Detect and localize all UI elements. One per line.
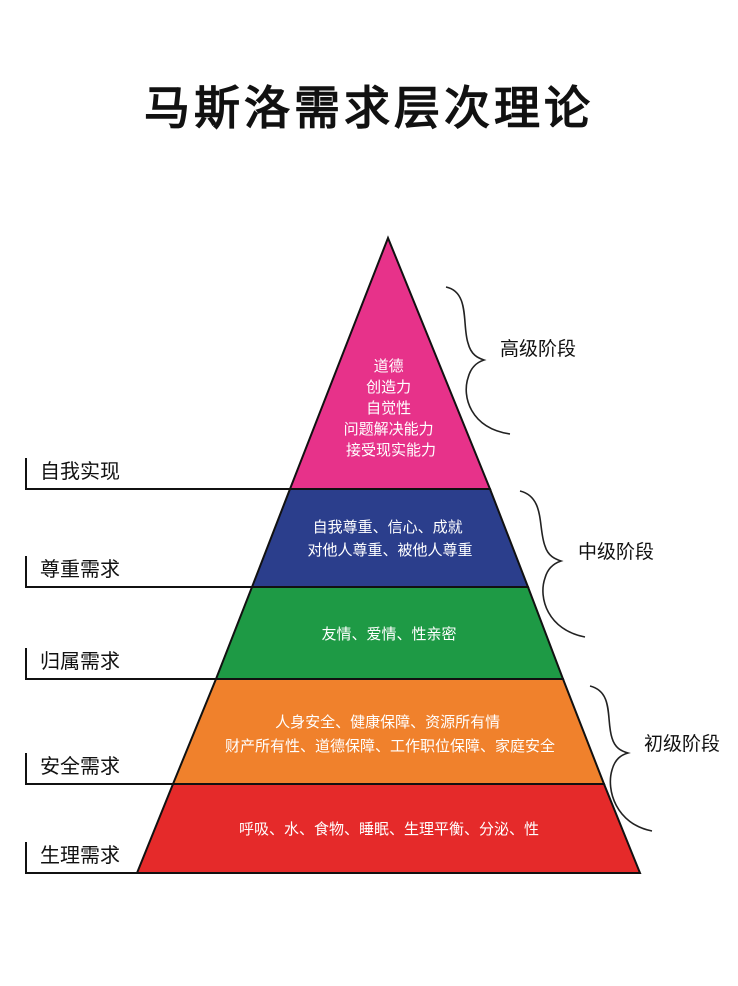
tier-line: 创造力 <box>366 378 411 396</box>
tier-line: 呼吸、水、食物、睡眠、生理平衡、分泌、性 <box>239 820 539 838</box>
tier-line: 问题解决能力 <box>344 420 434 438</box>
leader-line <box>25 556 252 588</box>
label-safety: 安全需求 <box>40 754 120 778</box>
page-title: 马斯洛需求层次理论 <box>144 81 594 135</box>
tier-belonging-text: 友情、爱情、性亲密 <box>321 625 456 643</box>
tier-line: 财产所有性、道德保障、工作职位保障、家庭安全 <box>225 737 555 755</box>
tier-line: 人身安全、健康保障、资源所有情 <box>275 713 500 731</box>
tier-self-actualization-text: 道德 创造力 自觉性 问题解决能力 接受现实能力 <box>344 357 439 459</box>
left-labels <box>25 458 290 874</box>
tier-line: 对他人尊重、被他人尊重 <box>307 541 472 559</box>
tier-line: 接受现实能力 <box>346 441 436 459</box>
tier-esteem <box>250 488 530 588</box>
tier-line: 自觉性 <box>366 399 411 417</box>
bracket-intermediate <box>519 490 586 638</box>
label-esteem: 尊重需求 <box>40 557 120 581</box>
leader-line <box>25 458 290 490</box>
label-self-actualization: 自我实现 <box>40 459 120 483</box>
bracket-elementary <box>589 685 653 832</box>
tier-safety <box>171 678 606 785</box>
leader-line <box>25 648 216 680</box>
leader-line <box>25 842 137 874</box>
tier-line: 道德 <box>374 357 404 375</box>
tier-line: 友情、爱情、性亲密 <box>321 625 456 643</box>
leader-line <box>25 753 173 785</box>
stage-intermediate: 中级阶段 <box>578 541 654 563</box>
label-physiological: 生理需求 <box>40 843 120 867</box>
tier-physiological <box>135 783 642 874</box>
tier-esteem-text: 自我尊重、信心、成就 对他人尊重、被他人尊重 <box>307 518 472 559</box>
bracket-advanced <box>445 286 511 435</box>
stage-advanced: 高级阶段 <box>500 338 576 360</box>
stage-elementary: 初级阶段 <box>644 733 720 755</box>
tier-physiological-text: 呼吸、水、食物、睡眠、生理平衡、分泌、性 <box>239 820 539 838</box>
tier-line: 自我尊重、信心、成就 <box>313 518 463 536</box>
label-belonging: 归属需求 <box>40 649 120 673</box>
tier-safety-text: 人身安全、健康保障、资源所有情 财产所有性、道德保障、工作职位保障、家庭安全 <box>225 713 555 755</box>
